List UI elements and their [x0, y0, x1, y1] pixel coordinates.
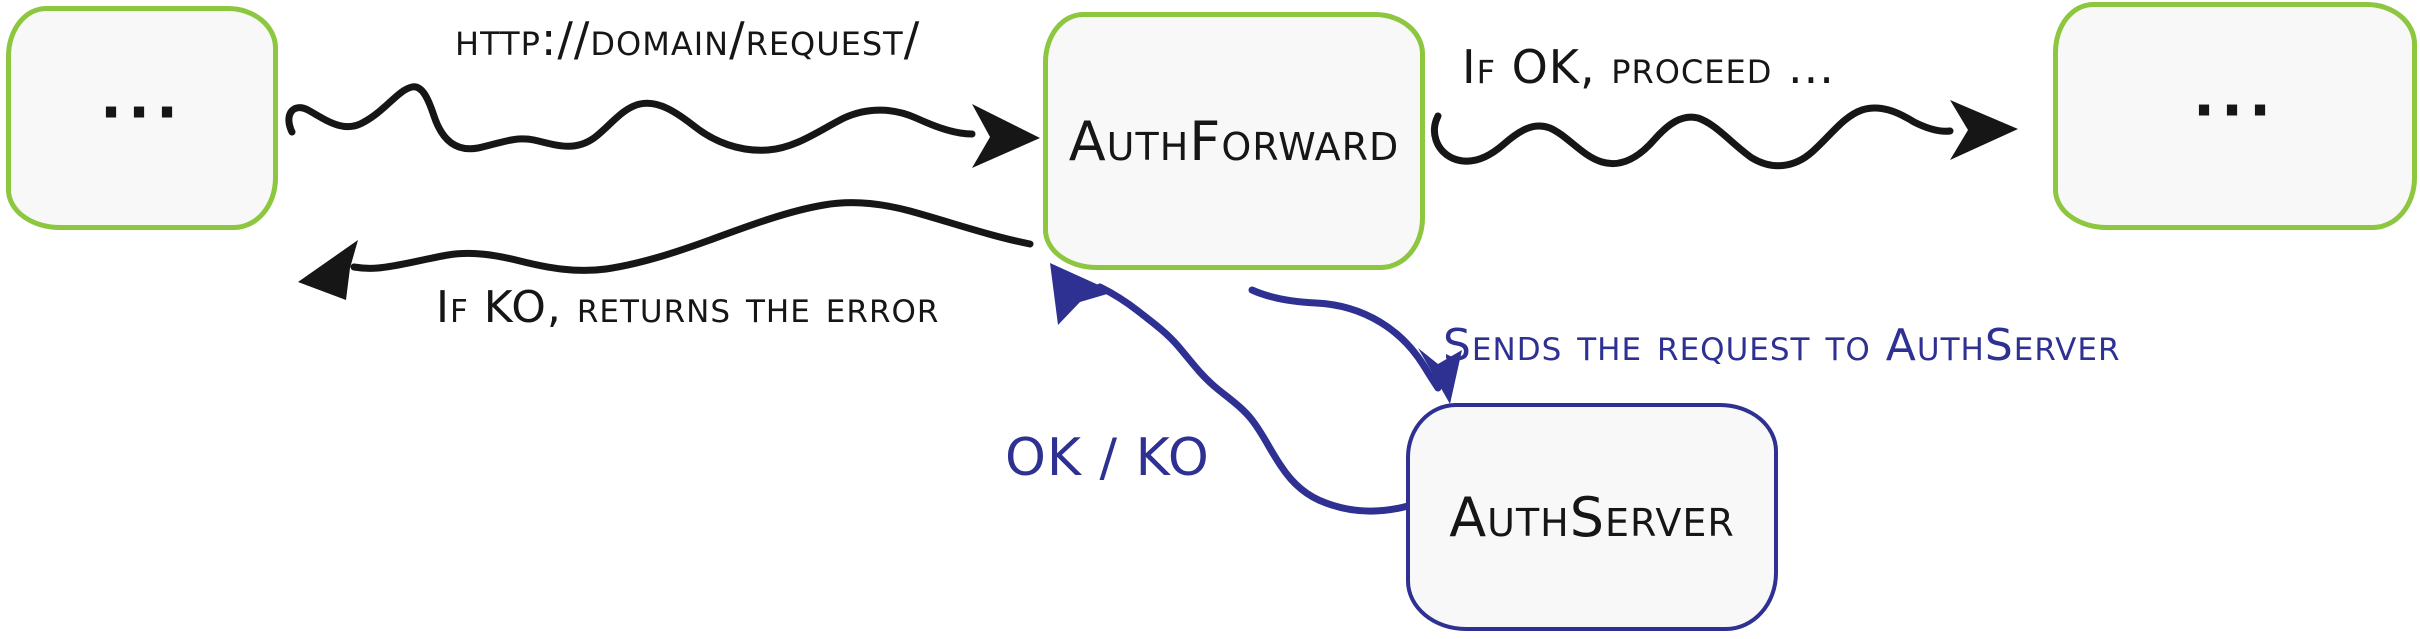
client-node: ...	[6, 6, 278, 230]
send-request-arrow	[1248, 286, 1462, 404]
request-arrow	[285, 83, 1040, 168]
ok-ko-response-arrow	[1050, 263, 1412, 515]
ok-proceed-arrow-line	[1431, 104, 1954, 170]
ok-proceed-arrowhead-icon	[1950, 100, 2018, 160]
upstream-node-label: ...	[2192, 61, 2278, 130]
ok-proceed-arrow	[1431, 100, 2018, 170]
ko-return-arrow-line	[350, 199, 1034, 274]
send-request-arrow-line	[1248, 286, 1442, 392]
request-url-label: http://domain/request/	[455, 12, 921, 66]
ok-ko-response-arrowhead-icon	[1050, 263, 1114, 325]
send-request-arrowhead-icon	[1418, 348, 1462, 404]
ok-ko-label: OK / KO	[1005, 428, 1210, 488]
upstream-node: ...	[2053, 2, 2417, 230]
ok-proceed-label: If OK, proceed ...	[1462, 40, 1835, 94]
send-request-label: Sends the request to AuthServer	[1443, 320, 2121, 371]
authserver-node-label: AuthServer	[1449, 485, 1735, 549]
ko-return-arrow	[298, 199, 1034, 300]
client-node-label: ...	[99, 63, 185, 132]
authforward-node: AuthForward	[1043, 12, 1425, 270]
authforward-node-label: AuthForward	[1068, 109, 1400, 173]
ok-ko-response-arrow-line	[1096, 283, 1412, 515]
ko-return-arrowhead-icon	[298, 240, 358, 300]
authserver-node: AuthServer	[1406, 403, 1778, 631]
request-arrow-line	[285, 83, 976, 154]
ko-return-label: If KO, returns the error	[436, 282, 940, 333]
request-arrowhead-icon	[972, 104, 1040, 168]
